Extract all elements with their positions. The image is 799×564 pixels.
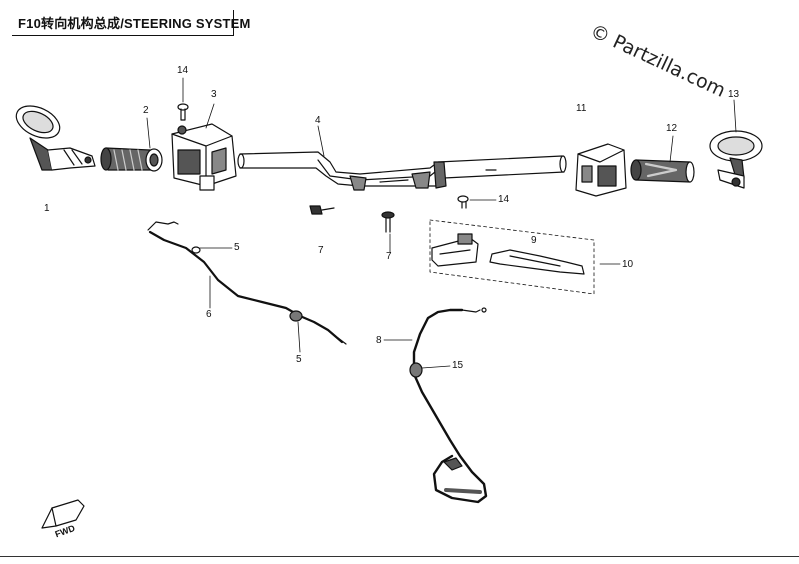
callout-9: 9 — [531, 235, 537, 246]
leader-lines — [146, 77, 737, 369]
callout-5-lower: 5 — [296, 354, 302, 365]
diagram-title: F10转向机构总成/STEERING SYSTEM — [18, 16, 251, 31]
callout-14-upper: 14 — [177, 65, 189, 76]
callout-12: 12 — [666, 123, 678, 134]
brake-master-cylinder-part — [429, 219, 595, 295]
callout-13: 13 — [728, 89, 740, 100]
right-mirror-part — [709, 130, 763, 189]
callout-15: 15 — [452, 360, 464, 371]
left-switch-housing-part — [171, 123, 237, 191]
callout-7-left: 7 — [318, 245, 324, 256]
callout-11: 11 — [576, 103, 587, 114]
callout-6: 6 — [206, 309, 212, 320]
title-frame — [12, 10, 234, 36]
callout-3: 3 — [211, 89, 217, 100]
right-switch-housing-part — [575, 143, 627, 197]
callout-7-center: 7 — [386, 251, 392, 262]
clutch-cable-part — [147, 221, 347, 345]
screw-part-lower — [457, 195, 469, 209]
right-grip-part — [630, 159, 695, 183]
brake-hose-part — [409, 307, 488, 504]
handlebar-part — [237, 151, 567, 191]
callout-5-upper: 5 — [234, 242, 240, 253]
bolt-part-left — [309, 205, 335, 215]
callout-14-lower: 14 — [498, 194, 510, 205]
callout-8: 8 — [376, 335, 382, 346]
callout-10: 10 — [622, 259, 634, 270]
left-grip-part — [100, 147, 163, 172]
callout-2: 2 — [143, 105, 149, 116]
callout-1: 1 — [44, 203, 50, 214]
fwd-arrow-icon — [41, 499, 85, 529]
bolt-part-center — [381, 211, 395, 233]
left-mirror-part — [15, 105, 96, 171]
bottom-rule — [0, 556, 799, 557]
callout-4: 4 — [315, 115, 321, 126]
screw-part-top — [177, 103, 189, 121]
